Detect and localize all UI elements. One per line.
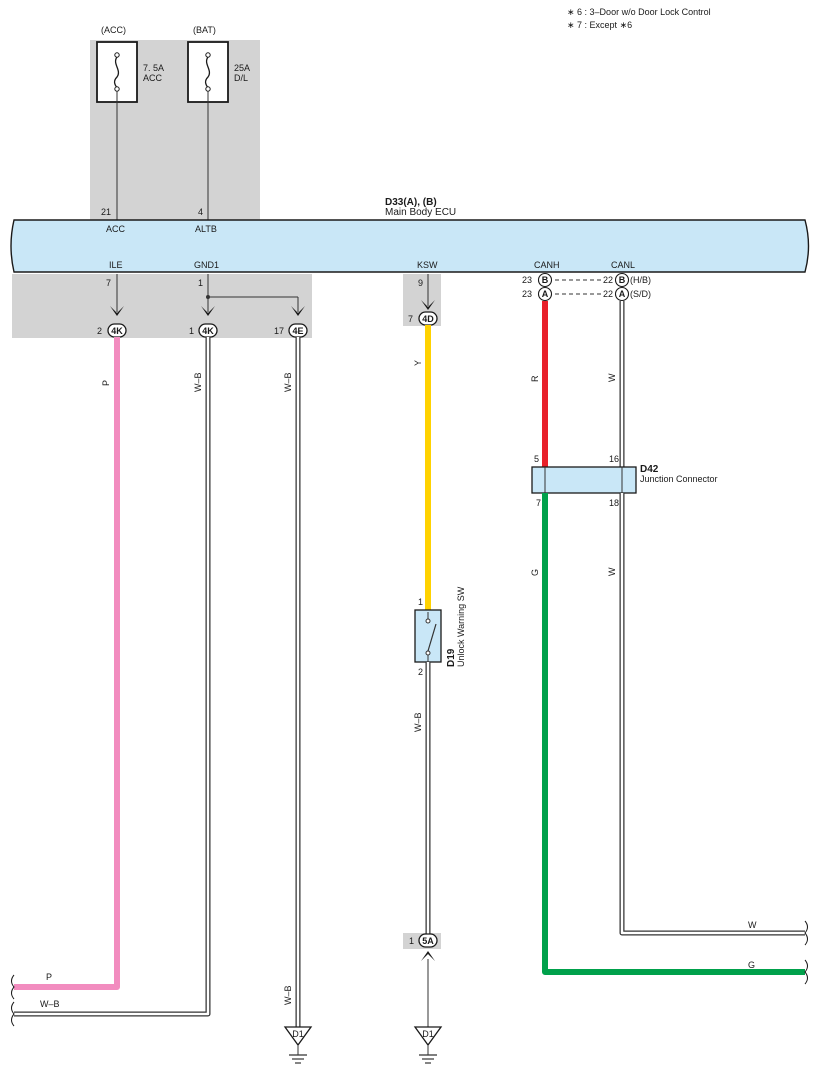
- connector-arrow-1: [110, 306, 124, 316]
- gnd1-junction-dot: [206, 295, 210, 299]
- canh-pin-a: 23: [522, 289, 532, 299]
- switch-pin-top: 1: [418, 597, 423, 607]
- bat-fuse-rating: 25A: [234, 63, 250, 73]
- ksw-pin: 9: [418, 278, 423, 288]
- junction-connector: [531, 466, 637, 494]
- junction-id: D42: [640, 464, 659, 475]
- junction-name: Junction Connector: [640, 474, 718, 484]
- acc-source-label: (ACC): [101, 25, 126, 35]
- note-6: ∗ 6 : 3–Door w/o Door Lock Control: [567, 7, 711, 17]
- wire-w-out-label: W: [748, 920, 757, 930]
- wire-wb-out-label: W–B: [40, 999, 60, 1009]
- ground-d1-right-label: D1: [422, 1029, 434, 1039]
- bat-source-label: (BAT): [193, 25, 216, 35]
- canl-conn-a-label: A: [619, 289, 626, 299]
- wire-wb-1: [14, 337, 211, 1017]
- connector-arrow-5: [421, 951, 435, 961]
- acc-fuse-name: ACC: [143, 73, 163, 83]
- junction-pin-tr: 16: [609, 454, 619, 464]
- canh-conn-b-label: B: [542, 275, 549, 285]
- switch-contact-top: [425, 618, 431, 624]
- gnd1-pin: 1: [198, 278, 203, 288]
- ground-d1-right: [413, 1026, 443, 1047]
- wire-wb-3-label: W–B: [413, 712, 423, 732]
- main-body-ecu: [10, 219, 810, 273]
- connector-arrow-3: [291, 306, 305, 316]
- ecu-terminal-canl: CANL: [611, 260, 635, 270]
- c3-id: 4E: [292, 326, 303, 336]
- switch-id: D19: [446, 648, 457, 667]
- ecu-terminal-acc: ACC: [106, 224, 126, 234]
- ecu-id: D33(A), (B): [385, 197, 437, 208]
- ecu-terminal-ksw: KSW: [417, 260, 438, 270]
- switch-name: Unlock Warning SW: [456, 586, 466, 667]
- ecu-terminal-gnd1: GND1: [194, 260, 219, 270]
- wire-wb-ground-label: W–B: [283, 985, 293, 1005]
- c5-id: 5A: [422, 936, 434, 946]
- switch-contact-bottom: [425, 650, 431, 656]
- connector-5a: [418, 933, 438, 948]
- canl-conn-b: [614, 272, 630, 288]
- c4-pin: 7: [408, 314, 413, 324]
- break-mark-right-w: [804, 920, 808, 946]
- junction-pin-br: 18: [609, 498, 619, 508]
- c2-id: 4K: [202, 326, 214, 336]
- ground-d1-left: [283, 1026, 313, 1047]
- bat-fuse-name: D/L: [234, 73, 248, 83]
- break-mark-right-g: [804, 959, 808, 985]
- wire-p-label: P: [101, 380, 111, 386]
- wire-wb-2-label: W–B: [283, 372, 293, 392]
- canh-pin-b: 23: [522, 275, 532, 285]
- altb-pin: 4: [198, 207, 203, 217]
- c2-pin: 1: [189, 326, 194, 336]
- c5-pin: 1: [409, 936, 414, 946]
- junction-pin-bl: 7: [536, 498, 541, 508]
- wire-g-label: G: [530, 569, 540, 576]
- ground-d1-left-label: D1: [292, 1029, 304, 1039]
- wire-g: [542, 493, 805, 975]
- wire-y-label: Y: [413, 360, 423, 366]
- canl-conn-b-label: B: [619, 275, 626, 285]
- acc-fuse-rating: 7. 5A: [143, 63, 164, 73]
- break-mark-left-p: [11, 974, 15, 1000]
- junction-pin-tl: 5: [534, 454, 539, 464]
- wire-g-out-label: G: [748, 960, 755, 970]
- wire-r-label: R: [530, 375, 540, 382]
- can-hb-label: (H/B): [630, 275, 651, 285]
- acc-pin: 21: [101, 207, 111, 217]
- ecu-terminal-altb: ALTB: [195, 224, 217, 234]
- canh-conn-a: [537, 286, 553, 302]
- break-mark-left-wb: [11, 1001, 15, 1027]
- connector-arrow-2: [201, 306, 215, 316]
- can-sd-label: (S/D): [630, 289, 651, 299]
- canh-conn-b: [537, 272, 553, 288]
- wire-w-2: [619, 493, 805, 936]
- connector-arrow-4: [421, 300, 435, 310]
- switch-pin-bottom: 2: [418, 667, 423, 677]
- ecu-terminal-ile: ILE: [109, 260, 123, 270]
- note-7: ∗ 7 : Except ∗6: [567, 20, 632, 30]
- wire-w-1-label: W: [607, 373, 617, 382]
- c4-id: 4D: [422, 314, 434, 324]
- wire-p-out-label: P: [46, 972, 52, 982]
- canl-pin-a: 22: [603, 289, 613, 299]
- wire-p: [14, 337, 120, 990]
- canl-conn-a: [614, 286, 630, 302]
- ecu-name: Main Body ECU: [385, 207, 456, 218]
- wire-wb-1-label: W–B: [193, 372, 203, 392]
- c1-id: 4K: [111, 326, 123, 336]
- ground-connector-shade: [12, 274, 312, 338]
- ile-pin: 7: [106, 278, 111, 288]
- canh-conn-a-label: A: [542, 289, 549, 299]
- c3-pin: 17: [274, 326, 284, 336]
- switch-blade: [427, 623, 437, 652]
- c1-pin: 2: [97, 326, 102, 336]
- canl-pin-b: 22: [603, 275, 613, 285]
- wire-w-2-label: W: [607, 567, 617, 576]
- ecu-terminal-canh: CANH: [534, 260, 560, 270]
